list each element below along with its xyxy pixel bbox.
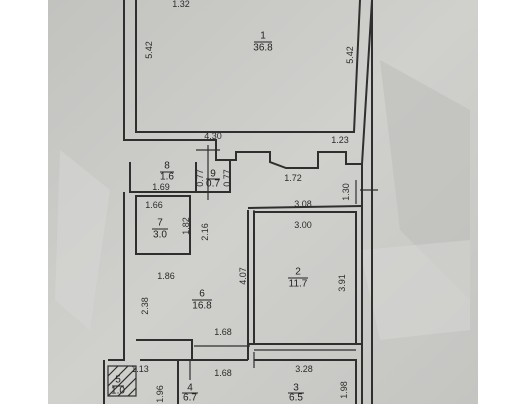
dimension-label: 1.23 — [331, 135, 349, 145]
room-2-area: 11.7 — [288, 278, 308, 290]
room-3-area: 6.5 — [289, 392, 303, 404]
room-4-number: 4 — [187, 382, 193, 394]
room-5-area: 1.0 — [111, 385, 125, 397]
room-3-number: 3 — [293, 382, 299, 394]
dimension-label: 0.77 — [195, 169, 205, 187]
room-2-number: 2 — [295, 266, 301, 278]
room-7-number: 7 — [157, 217, 163, 229]
dimension-label: 1.13 — [131, 364, 149, 374]
dimension-label: 1.98 — [339, 381, 349, 399]
room-5-box — [107, 365, 137, 397]
dimension-label: 1.30 — [341, 183, 351, 201]
wall-room-3 — [254, 359, 357, 404]
dimension-label: 1.68 — [214, 368, 232, 378]
dimension-label: 1.66 — [145, 200, 163, 210]
wall-room-6 — [108, 192, 125, 361]
dimension-label: 4.30 — [204, 131, 222, 141]
dimension-label: 4.07 — [238, 267, 248, 285]
margin-right — [478, 0, 527, 404]
room-1-area: 36.8 — [253, 42, 273, 54]
dimension-label: 3.28 — [295, 364, 313, 374]
room-9-number: 9 — [210, 168, 216, 180]
dimension-label: 1.86 — [157, 271, 175, 281]
dimension-label: 3.08 — [294, 199, 312, 209]
room-9-area: 0.7 — [206, 178, 220, 190]
room-8-number: 8 — [164, 160, 170, 172]
dimension-label: 1.32 — [172, 0, 190, 9]
dimension-label: 1.69 — [152, 182, 170, 192]
dimension-label: 5.42 — [144, 41, 154, 59]
paper-crease — [380, 60, 470, 300]
dimension-label: 0.77 — [222, 169, 232, 187]
room-5-number: 5 — [115, 374, 121, 386]
wall-rooms-8-9 — [129, 160, 231, 193]
wall-bottom-zone — [248, 343, 363, 404]
wall-room-7 — [135, 195, 191, 255]
dimension-label: 1.96 — [155, 385, 165, 403]
room-1-number: 1 — [260, 30, 266, 42]
room-5-hatch — [107, 365, 137, 397]
room-6-number: 6 — [199, 288, 205, 300]
room-8-area: 1.6 — [160, 171, 174, 183]
wall-corridor — [247, 205, 363, 209]
dimension-label: 2.16 — [200, 223, 210, 241]
dimension-label: 3.91 — [337, 274, 347, 292]
margin-left — [0, 0, 48, 404]
dimension-label: 2.38 — [140, 297, 150, 315]
dimension-label: 5.42 — [345, 46, 355, 64]
dimension-label: 1.68 — [214, 327, 232, 337]
paper-crease — [360, 240, 470, 340]
room-4-area: 6.7 — [183, 392, 197, 404]
room-7-area: 3.0 — [153, 229, 167, 241]
wall-room-1 — [123, 0, 373, 169]
paper-crease — [55, 150, 110, 330]
dimension-label: 3.00 — [294, 220, 312, 230]
dimension-label: 1.82 — [181, 217, 191, 235]
dimension-label: 1.72 — [284, 173, 302, 183]
wall-room-1-inner — [135, 0, 361, 133]
room-6-area: 16.8 — [192, 300, 212, 312]
